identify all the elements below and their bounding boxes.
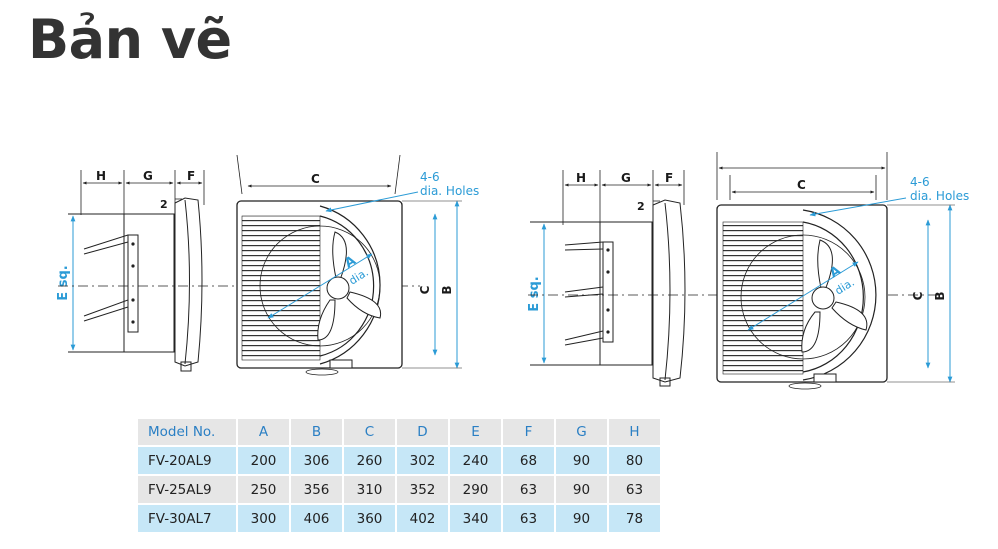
table-cell: 300 [238,505,291,534]
front-view-right: C 4-6 dia. Holes A dia. C B [716,152,969,390]
page-title: Bản vẽ [28,8,232,71]
table-cell: 63 [503,505,556,534]
table-cell: 310 [344,476,397,505]
label-two: 2 [160,198,168,211]
table-cell: 352 [397,476,450,505]
table-cell: 80 [609,447,662,476]
spec-table: Model No. A B C D E F G H FV-20AL9 200 3… [138,419,662,534]
table-cell: 250 [238,476,291,505]
holes-desc: dia. Holes [420,184,479,198]
holes-qty-r: 4-6 [910,175,930,189]
header-a: A [238,419,291,447]
dimension-drawing: H G F 2 E sq. [0,140,998,400]
label-e-sq: E sq. [56,265,71,300]
model-cell: FV-20AL9 [138,447,238,476]
table-cell: 63 [609,476,662,505]
header-c: C [344,419,397,447]
table-cell: 340 [450,505,503,534]
label-two-r: 2 [637,200,645,213]
label-h: H [96,169,106,183]
table-row: FV-20AL9 200 306 260 302 240 68 90 80 [138,447,662,476]
table-cell: 240 [450,447,503,476]
table-cell: 90 [556,505,609,534]
header-b: B [291,419,344,447]
label-c-side-r: C [911,291,925,300]
table-row: FV-25AL9 250 356 310 352 290 63 90 63 [138,476,662,505]
table-cell: 290 [450,476,503,505]
table-cell: 63 [503,476,556,505]
table-cell: 78 [609,505,662,534]
label-b-side: B [440,285,454,294]
table-cell: 200 [238,447,291,476]
holes-qty: 4-6 [420,170,440,184]
header-d: D [397,419,450,447]
model-cell: FV-25AL9 [138,476,238,505]
label-h-r: H [576,171,586,185]
holes-desc-r: dia. Holes [910,189,969,203]
label-g-r: G [621,171,631,185]
header-model: Model No. [138,419,238,447]
header-h: H [609,419,662,447]
header-f: F [503,419,556,447]
table-row: FV-30AL7 300 406 360 402 340 63 90 78 [138,505,662,534]
table-cell: 360 [344,505,397,534]
table-cell: 406 [291,505,344,534]
table-cell: 68 [503,447,556,476]
label-c-side: C [418,285,432,294]
table-cell: 306 [291,447,344,476]
table-cell: 402 [397,505,450,534]
spec-header-row: Model No. A B C D E F G H [138,419,662,447]
table-cell: 260 [344,447,397,476]
header-g: G [556,419,609,447]
table-cell: 90 [556,447,609,476]
header-e: E [450,419,503,447]
label-f-r: F [665,171,673,185]
table-cell: 90 [556,476,609,505]
table-cell: 302 [397,447,450,476]
label-b-side-r: B [933,291,947,300]
label-c-top-r: C [797,178,806,192]
side-view-left: H G F 2 E sq. [56,169,420,372]
label-f: F [187,169,195,183]
table-cell: 356 [291,476,344,505]
front-view-left: C 4-6 dia. Holes A dia. C B [236,154,479,376]
label-g: G [143,169,153,183]
label-c-top: C [311,172,320,186]
label-e-sq-r: E sq. [527,276,542,311]
model-cell: FV-30AL7 [138,505,238,534]
